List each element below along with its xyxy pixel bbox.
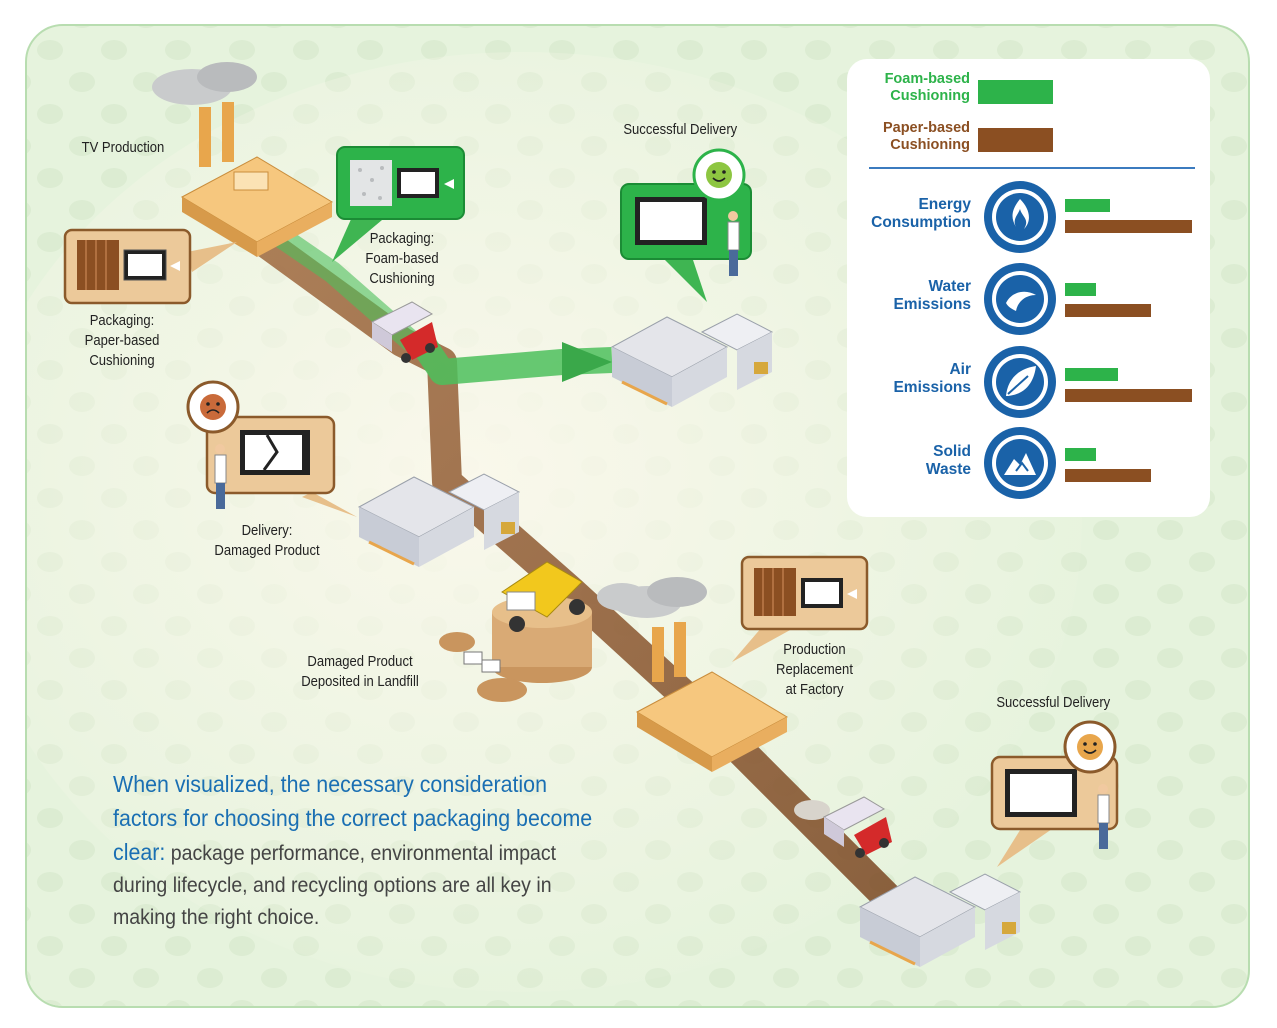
- legend-bar-solid-foam: [1065, 448, 1096, 461]
- legend-key-foam-label: Foam-based Cushioning: [884, 71, 970, 104]
- legend-divider: [869, 167, 1195, 169]
- leaf-icon: [984, 346, 1056, 418]
- legend-bar-solid-paper: [1065, 469, 1151, 482]
- replacement-packaging-bubble: [732, 555, 869, 662]
- legend-swatch-foam: [978, 80, 1053, 104]
- legend-bar-water-paper: [1065, 304, 1151, 317]
- caption-body: package performance, environmental impac…: [113, 842, 557, 929]
- caption-text: When visualized, the necessary considera…: [113, 768, 597, 934]
- tv-factory-icon: [152, 62, 334, 257]
- replacement-factory-icon: [612, 577, 789, 772]
- paper-packaging-bubble: [63, 228, 237, 305]
- legend-bar-energy-paper: [1065, 220, 1192, 233]
- delivery-truck-icon: [370, 301, 438, 363]
- legend-row-air-label: Air Emissions: [893, 361, 971, 396]
- label-tv-production: TV Production: [81, 140, 165, 156]
- landfill-pile-icon: [984, 427, 1056, 499]
- background-glow: [27, 52, 1082, 992]
- legend-bar-water-foam: [1065, 283, 1096, 296]
- label-successful-delivery-1: Successful Delivery: [623, 122, 738, 138]
- legend-bar-air-foam: [1065, 368, 1118, 381]
- caption-highlight: When visualized, the necessary considera…: [113, 771, 593, 865]
- delivery-truck-icon: [794, 796, 892, 858]
- legend-bar-air-paper: [1065, 389, 1192, 402]
- legend-swatch-paper: [978, 128, 1053, 152]
- legend-key-paper-label: Paper-based Cushioning: [882, 120, 970, 153]
- warehouse-icon: [357, 473, 521, 567]
- label-production-replacement: Production Replacement at Factory: [776, 642, 853, 698]
- legend-row-solid-label: Solid Waste: [925, 443, 971, 478]
- label-delivery-damaged: Delivery: Damaged Product: [214, 523, 320, 559]
- label-packaging-paper: Packaging: Paper-based Cushioning: [84, 313, 160, 369]
- successful-delivery-bubble: [620, 148, 752, 302]
- label-successful-delivery-2: Successful Delivery: [996, 695, 1111, 711]
- foam-packaging-bubble: [332, 146, 465, 262]
- label-landfill: Damaged Product Deposited in Landfill: [301, 654, 419, 690]
- damaged-delivery-bubble: [186, 380, 357, 517]
- water-drop-icon: [984, 263, 1056, 335]
- successful-delivery-bubble: [990, 720, 1119, 867]
- legend-row-energy-label: Energy Consumption: [871, 196, 971, 231]
- legend-panel: Foam-based Cushioning Paper-based Cushio…: [847, 59, 1210, 517]
- legend-row-water-label: Water Emissions: [893, 278, 971, 313]
- warehouse-icon: [610, 313, 774, 407]
- label-packaging-foam: Packaging: Foam-based Cushioning: [365, 231, 439, 287]
- warehouse-icon: [858, 873, 1022, 967]
- flame-icon: [984, 181, 1056, 253]
- legend-bar-energy-foam: [1065, 199, 1110, 212]
- foam-arrow-icon: [562, 342, 612, 382]
